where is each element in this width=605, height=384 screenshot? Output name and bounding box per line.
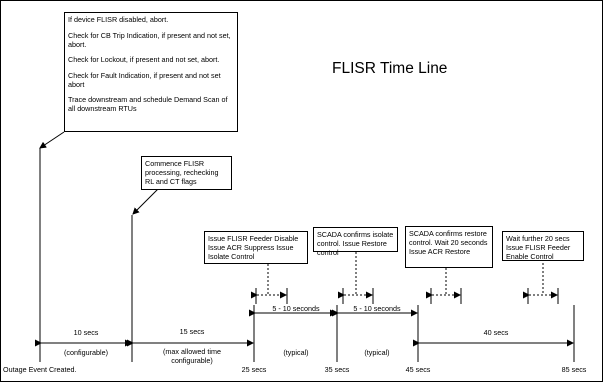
diagram-title: FLISR Time Line bbox=[332, 60, 448, 77]
commence-flisr-box: Commence FLISR processing, rechecking RL… bbox=[141, 156, 232, 190]
interval-4-duration: 5 - 10 seconds bbox=[353, 304, 401, 313]
marker-25-secs: 25 secs bbox=[241, 365, 267, 374]
interval-2-note: (max allowed time configurable) bbox=[163, 347, 221, 365]
check-lockout: Check for Lockout, if present and not se… bbox=[68, 55, 220, 64]
interval-4-note: (typical) bbox=[364, 348, 390, 357]
enable-control-box: Wait further 20 secs Issue FLISR Feeder … bbox=[502, 231, 584, 261]
interval-2-duration: 15 secs bbox=[179, 327, 205, 336]
initial-pointer bbox=[39, 131, 65, 149]
commence-pointer bbox=[132, 188, 159, 215]
confirm-restore-box: SCADA confirms restore control. Wait 20 … bbox=[405, 226, 493, 268]
interval-1-note: (configurable) bbox=[64, 348, 108, 357]
interval-1-duration: 10 secs bbox=[73, 328, 99, 337]
marker-35-secs: 35 secs bbox=[324, 365, 350, 374]
bracket-isolate bbox=[338, 252, 374, 304]
check-fault-indication: Check for Fault Indication, if present a… bbox=[68, 70, 221, 89]
bracket-restore bbox=[426, 268, 462, 304]
interval-3-note: (typical) bbox=[283, 348, 309, 357]
marker-85-secs: 85 secs bbox=[561, 365, 587, 374]
initial-checks-box: If device FLISR disabled, abort. Check f… bbox=[64, 12, 238, 132]
check-flisr-disabled: If device FLISR disabled, abort. bbox=[68, 15, 169, 24]
marker-45-secs: 45 secs bbox=[405, 365, 431, 374]
outage-event-label: Outage Event Created. bbox=[3, 365, 77, 374]
confirm-isolate-box: SCADA confirms isolate control. Issue Re… bbox=[313, 227, 398, 257]
interval-3-duration: 5 - 10 seconds bbox=[272, 304, 320, 313]
interval-5-duration: 40 secs bbox=[483, 328, 509, 337]
bracket-disable bbox=[251, 264, 288, 304]
issue-disable-box: Issue FLISR Feeder Disable Issue ACR Sup… bbox=[204, 231, 308, 264]
check-cb-trip: Check for CB Trip Indication, if present… bbox=[68, 30, 231, 49]
trace-downstream: Trace downstream and schedule Demand Sca… bbox=[68, 95, 228, 113]
